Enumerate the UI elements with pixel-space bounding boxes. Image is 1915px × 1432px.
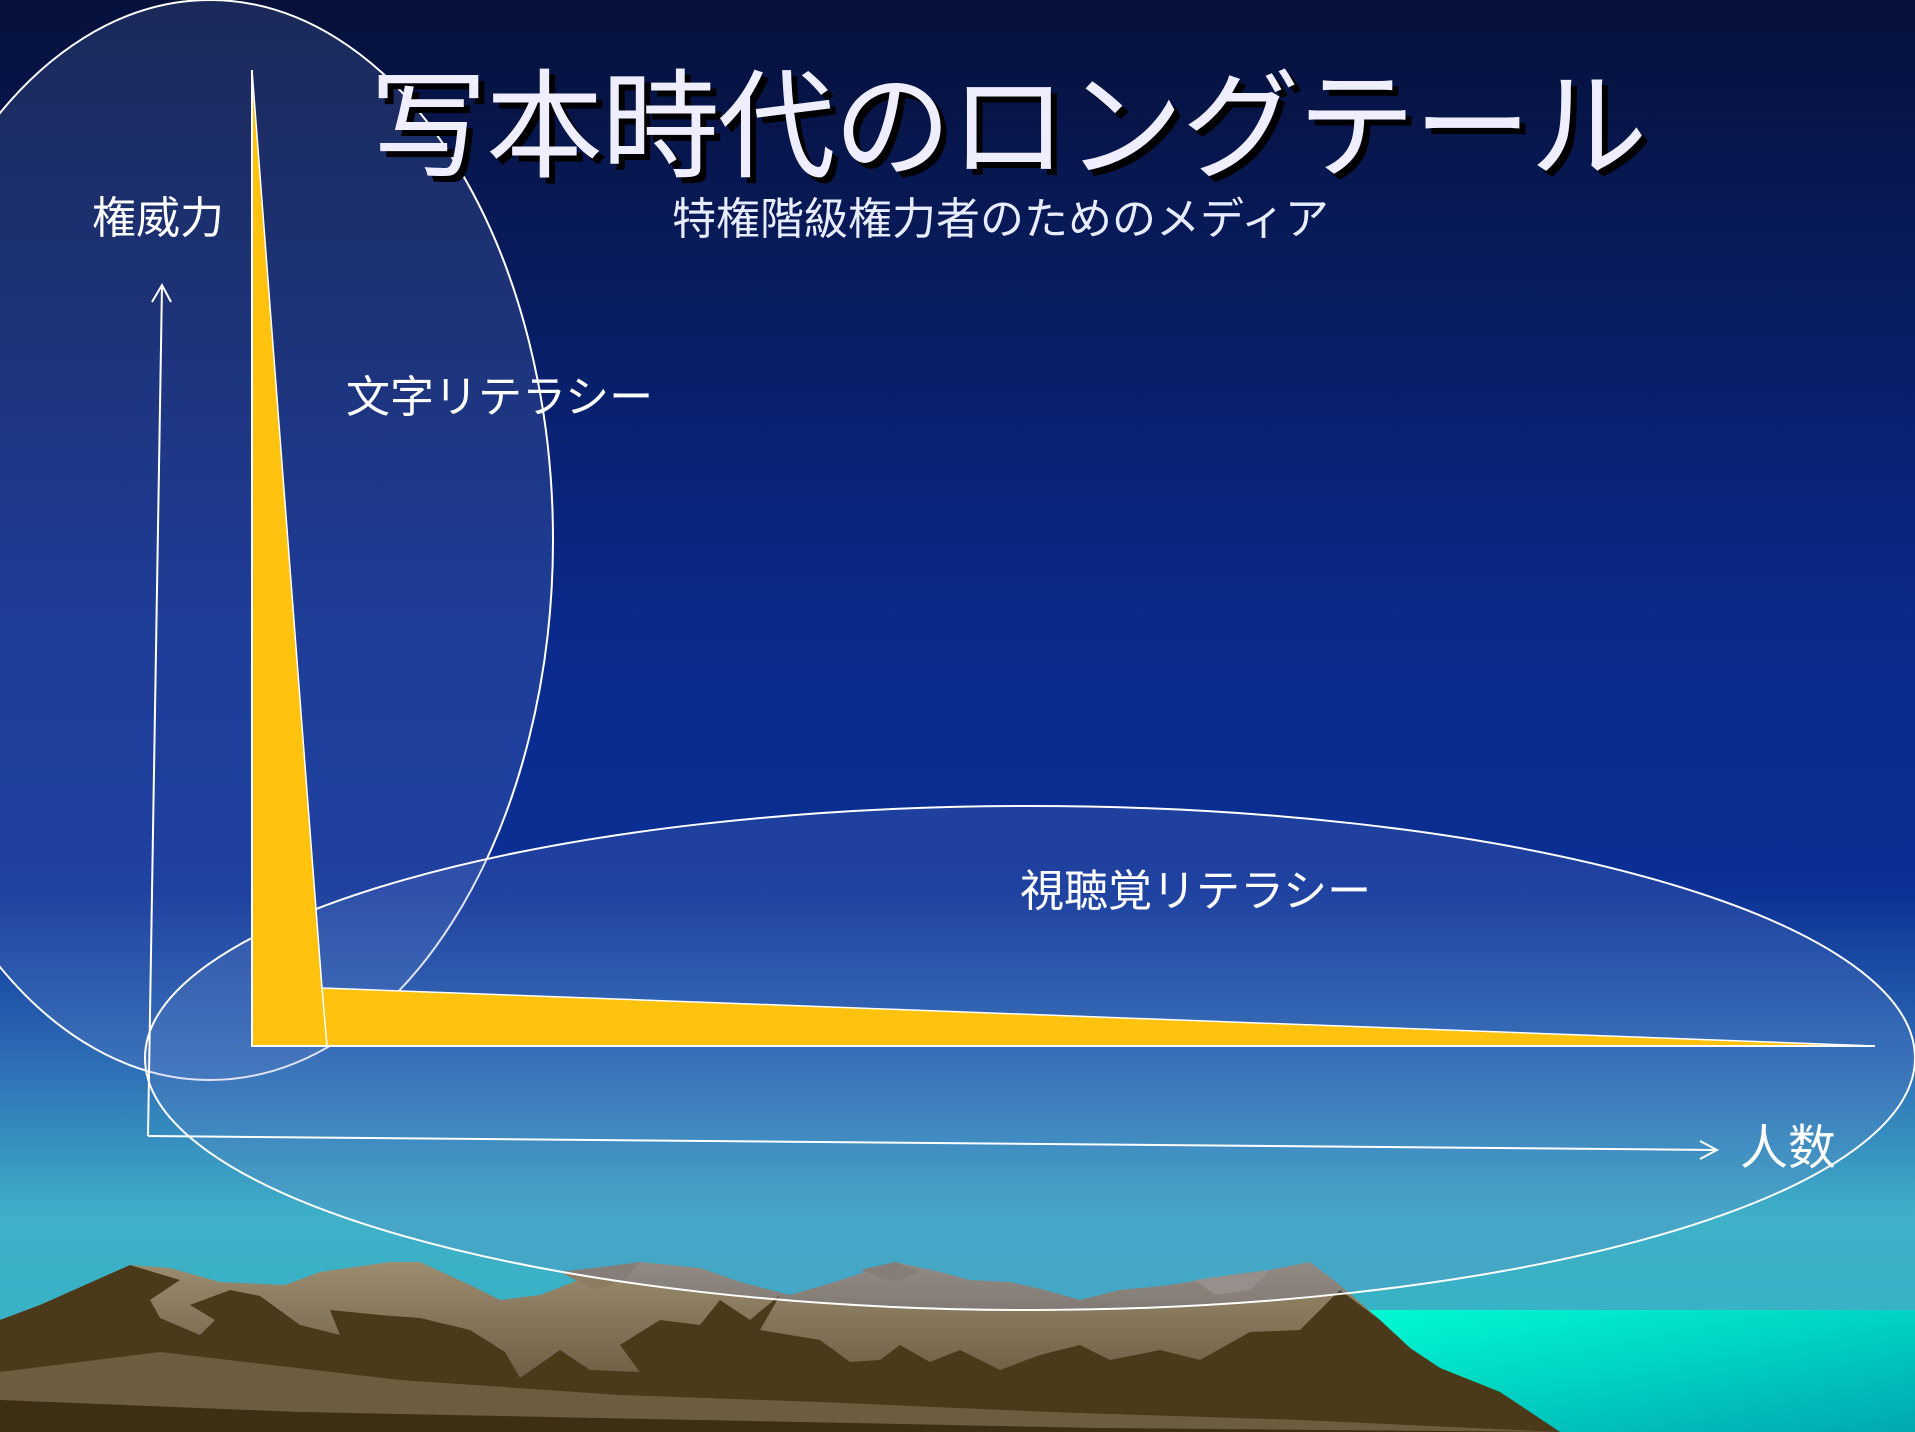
mountain-range bbox=[0, 1262, 1560, 1432]
sea bbox=[1300, 1310, 1915, 1432]
y-axis-label: 権威力 bbox=[92, 193, 224, 244]
audiovisual-literacy-region bbox=[144, 805, 1915, 1311]
audiovisual-literacy-label: 視聴覚リテラシー bbox=[1020, 866, 1372, 917]
slide-subtitle: 特権階級権力者のためのメディア bbox=[672, 194, 1329, 245]
slide-title: 写本時代のロングテール bbox=[369, 58, 1647, 196]
long-tail-outline bbox=[251, 70, 1875, 1047]
text-literacy-label: 文字リテラシー bbox=[346, 372, 654, 423]
x-axis-arrow bbox=[147, 1135, 1720, 1160]
y-axis-arrow bbox=[147, 282, 172, 1137]
x-axis-label: 人数 bbox=[1740, 1120, 1837, 1176]
tail-inner-line bbox=[321, 987, 328, 1047]
